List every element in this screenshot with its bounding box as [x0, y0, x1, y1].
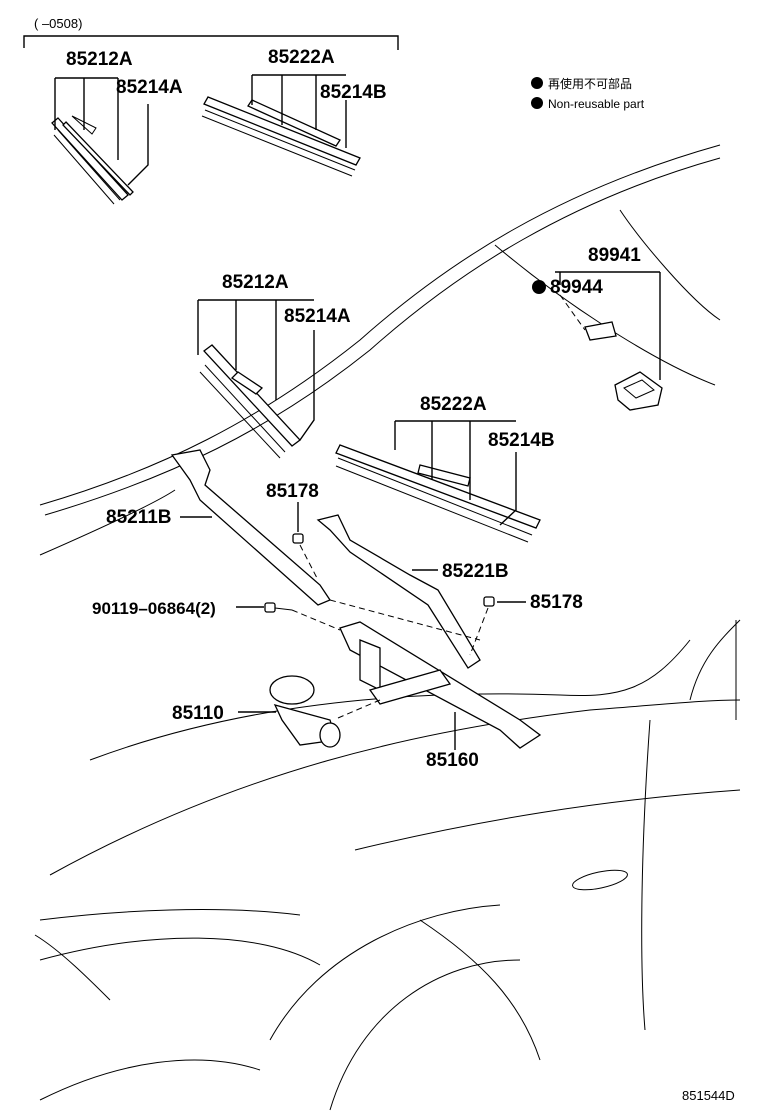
period-label: ( –0508)	[34, 16, 82, 31]
callout-top-wiper-left: 85212A	[66, 49, 133, 70]
top-wiper-right	[201, 96, 361, 177]
top-wiper-left	[51, 115, 134, 205]
dashed-connectors	[291, 294, 586, 719]
callout-link: 85160	[426, 750, 479, 771]
callout-cap-left: 85178	[266, 481, 319, 502]
mid-wiper-right	[335, 444, 541, 543]
wiper-link-assembly	[339, 621, 542, 749]
callout-cap-right: 85178	[530, 592, 583, 613]
car-body-outline	[34, 144, 741, 1111]
diagram-code: 851544D	[682, 1088, 735, 1103]
legend-english: Non-reusable part	[548, 97, 645, 111]
bolt	[264, 602, 293, 613]
callout-top-wiper-right: 85222A	[268, 47, 335, 68]
wiper-arm-right	[316, 514, 481, 669]
callout-top-blade-left: 85214A	[116, 77, 183, 98]
callout-sticker: 89941	[588, 245, 641, 266]
rain-sensor	[614, 371, 663, 411]
non-reusable-dot-icon	[531, 77, 543, 89]
wiper-arm-left	[170, 449, 331, 606]
callout-motor: 85110	[172, 703, 224, 724]
callout-mid-blade-right: 85214B	[488, 430, 555, 451]
callout-mid-blade-left: 85214A	[284, 306, 351, 327]
callout-mid-wiper-right: 85222A	[420, 394, 487, 415]
callout-arm-left: 85211B	[106, 507, 172, 528]
callout-mid-wiper-left: 85212A	[222, 272, 289, 293]
cap-left	[292, 533, 304, 544]
period-bracket: ( –0508)	[23, 16, 399, 50]
non-reusable-dot-icon	[532, 280, 546, 294]
legend: 再使用不可部品 Non-reusable part	[531, 76, 645, 111]
callout-arm-right: 85221B	[442, 561, 509, 582]
callout-sensor: 89944	[550, 277, 603, 298]
leader-lines	[54, 74, 661, 750]
callout-top-blade-right: 85214B	[320, 82, 387, 103]
non-reusable-dot-icon	[531, 97, 543, 109]
cap-right	[483, 596, 495, 607]
mid-wiper-left	[199, 344, 301, 459]
callout-bolt: 90119–06864(2)	[92, 599, 216, 618]
sticker-part	[584, 321, 617, 341]
wiper-motor	[269, 675, 341, 748]
legend-japanese: 再使用不可部品	[548, 76, 632, 91]
